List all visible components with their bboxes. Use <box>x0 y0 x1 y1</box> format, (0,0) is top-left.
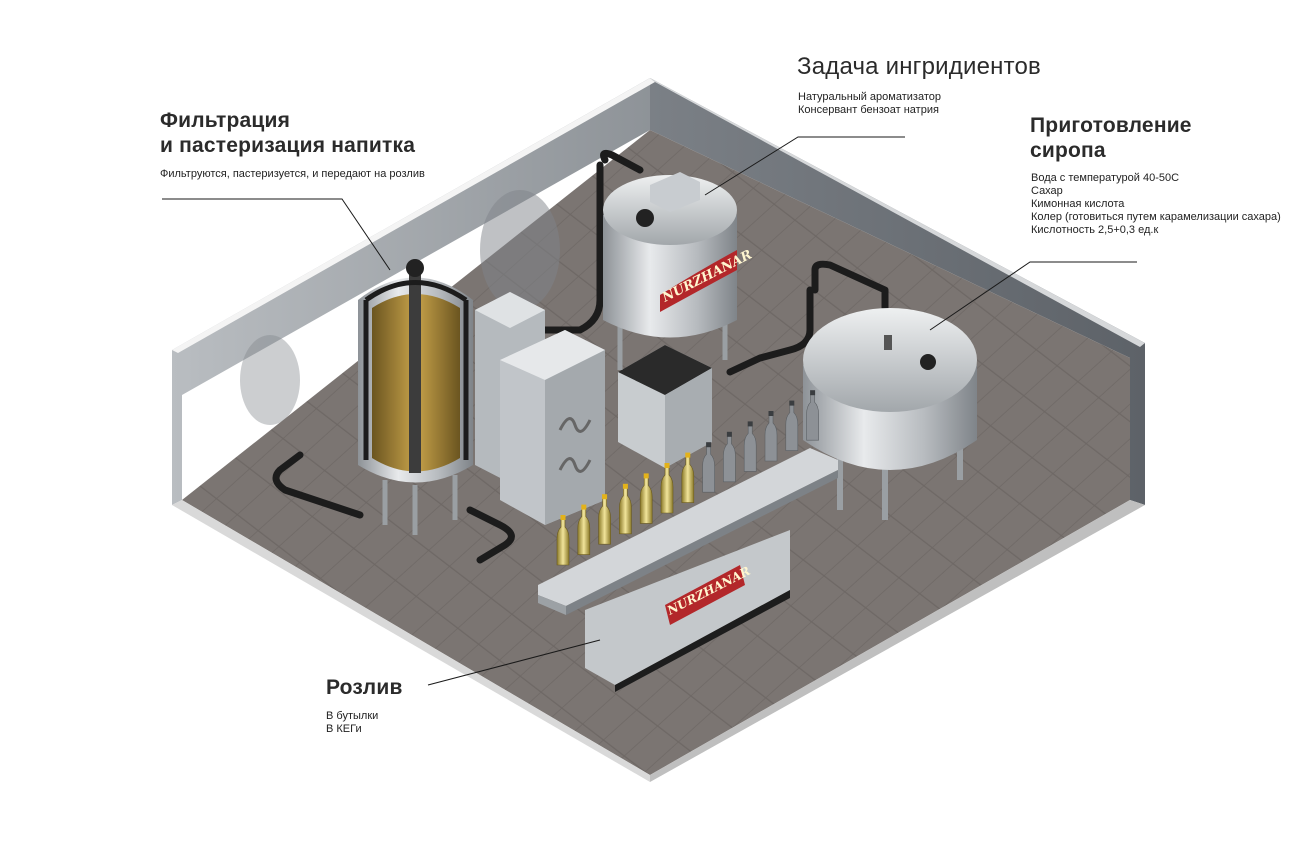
syrup-item: Вода с температурой 40-50С <box>1031 172 1180 184</box>
bottling-leader <box>427 639 601 686</box>
filtration-description: Фильтруются, пастеризуется, и передают н… <box>160 168 425 181</box>
left-wall <box>172 78 650 505</box>
bottling-table: NURZHANAR <box>538 448 838 692</box>
bottle <box>577 504 591 555</box>
filtration-description-text: Фильтруются, пастеризуется, и передают н… <box>160 168 425 180</box>
syrup-tank <box>803 308 977 520</box>
bottle <box>723 431 736 483</box>
left-wall-top <box>172 78 655 353</box>
floor-edge-right <box>650 500 1145 782</box>
bottle <box>619 483 632 535</box>
syrup-title-line1: Приготовление <box>1030 114 1192 137</box>
syrup-list: Вода с температурой 40-50С Сахар Кимонна… <box>1031 172 1281 237</box>
bottle <box>660 463 674 514</box>
syrup-leader <box>929 261 1137 331</box>
bottle <box>806 390 819 441</box>
filtration-title-line2: и пастеризация напитка <box>160 134 416 157</box>
bottle <box>702 442 715 493</box>
filtration-title-line1: Фильтрация <box>160 109 291 132</box>
bottling-item: В КЕГи <box>326 723 362 735</box>
pipes <box>272 149 889 564</box>
bottles <box>556 390 819 566</box>
bottle <box>681 452 695 503</box>
ingredients-item: Консервант бензоат натрия <box>798 104 939 116</box>
bottle <box>743 421 757 472</box>
bottle <box>639 473 653 524</box>
leader-lines <box>162 136 1137 686</box>
bottle <box>785 400 799 451</box>
syrup-title-line2: сиропа <box>1030 139 1106 162</box>
ingredients-leader <box>704 136 905 196</box>
syrup-item: Колер (готовиться путем карамелизации са… <box>1031 211 1281 223</box>
right-wall-top <box>650 78 1145 347</box>
filtration-leader <box>162 198 391 271</box>
syrup-item: Сахар <box>1031 185 1063 197</box>
filtration-tank <box>358 259 473 535</box>
right-wall <box>650 78 1145 505</box>
syrup-title: Приготовление сиропа <box>1030 113 1192 163</box>
bottling-item: В бутылки <box>326 710 379 722</box>
dosing-box <box>618 345 712 468</box>
bottling-list: В бутылки В КЕГи <box>326 710 378 736</box>
bottling-title: Розлив <box>326 676 403 699</box>
bottle <box>598 494 611 545</box>
bottle <box>764 411 778 462</box>
syrup-item: Кимонная кислота <box>1031 198 1125 210</box>
room <box>172 78 1145 782</box>
ingredients-tank: NURZHANAR <box>603 172 755 370</box>
bottle <box>556 515 570 566</box>
syrup-item: Кислотность 2,5+0,3 ед.к <box>1031 224 1159 236</box>
filtration-title: Фильтрация и пастеризация напитка <box>160 108 415 158</box>
floor-edge-left <box>172 500 650 782</box>
heat-exchanger <box>475 292 605 525</box>
ingredients-list: Натуральный ароматизатор Консервант бенз… <box>798 91 941 117</box>
ingredients-item: Натуральный ароматизатор <box>798 91 941 103</box>
ingredients-title: Задача ингридиентов <box>797 53 1041 80</box>
